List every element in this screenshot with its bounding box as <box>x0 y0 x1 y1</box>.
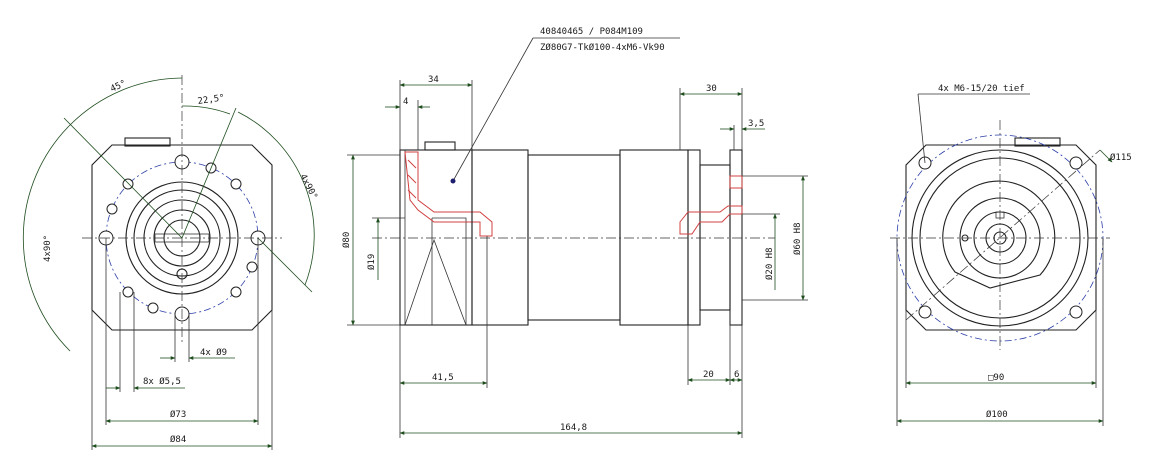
front-ray-right <box>257 237 313 293</box>
part-spec-label: ZØ80G7-TkØ100-4xM6-Vk90 <box>540 42 665 53</box>
front-top-tab <box>124 137 171 147</box>
side-diameter-20-h8-label: Ø20 H8 <box>764 247 775 280</box>
side-leader-line <box>452 37 534 182</box>
side-bore-cone <box>404 238 467 326</box>
side-length-34-label: 34 <box>428 75 439 85</box>
side-output-section <box>679 205 743 235</box>
rear-tapped-holes-label: 4x M6-15/20 tief <box>938 84 1025 94</box>
side-housing-mid <box>527 154 621 321</box>
side-output-pilot <box>729 149 743 326</box>
side-hatch-line <box>407 174 417 184</box>
front-hole-d5-5 <box>106 203 118 215</box>
side-housing-rear <box>619 149 689 326</box>
side-output-stub <box>699 164 731 311</box>
rear-d115-leader <box>1099 149 1113 163</box>
front-arc-45 <box>69 77 183 126</box>
rear-top-tab <box>1014 137 1061 147</box>
rear-body-cutout <box>942 180 1056 289</box>
front-hole-d5-5 <box>230 178 242 190</box>
front-arc-22-5 <box>181 105 231 115</box>
front-4x90-left-label: 4x90° <box>43 235 53 262</box>
side-housing-front <box>471 149 529 326</box>
side-input-flange <box>399 149 473 326</box>
side-length-20-label: 20 <box>703 370 714 380</box>
front-hole-d5-5 <box>122 286 134 298</box>
front-diameter-84-label: Ø84 <box>170 434 186 445</box>
side-leader-dot <box>450 178 456 184</box>
front-angle-45-label: 45° <box>109 79 128 95</box>
side-hatch-line <box>407 159 417 169</box>
front-4x90-right-label: 4x90° <box>297 173 319 202</box>
front-ray-45 <box>63 117 183 239</box>
part-number-label: 40840465 / P084M109 <box>540 27 643 37</box>
rear-square-90-label: □90 <box>988 373 1004 383</box>
rear-flange-outline <box>905 144 1097 331</box>
side-diameter-60-h8-label: Ø60 H8 <box>792 222 803 255</box>
side-hub-section <box>404 151 493 237</box>
side-length-41-5-label: 41,5 <box>432 373 454 383</box>
front-holes-4x-d9-label: 4x Ø9 <box>200 347 227 358</box>
front-pcd-73-label: Ø73 <box>170 409 186 420</box>
side-view: 40840465 / P084M109 ZØ80G7-TkØ100-4xM6-V… <box>341 27 808 438</box>
front-ray-22-5 <box>181 107 237 239</box>
front-holes-8x-d5-5-label: 8x Ø5,5 <box>143 376 181 387</box>
rear-tapped-hole <box>918 305 932 319</box>
rear-diameter-100-label: Ø100 <box>986 409 1008 420</box>
side-length-3-5-label: 3,5 <box>748 119 764 129</box>
front-hole-d5-5 <box>246 261 258 273</box>
side-diameter-80-label: Ø80 <box>341 232 352 248</box>
rear-diameter-115-label: Ø115 <box>1110 152 1132 163</box>
side-diameter-19-label: Ø19 <box>366 254 377 270</box>
front-flange-outline <box>91 144 273 331</box>
front-arc-4x90-left <box>22 124 71 352</box>
front-hole-d5-5 <box>230 286 242 298</box>
rear-view: 4x M6-15/20 tief Ø115 □90 Ø100 <box>890 84 1132 426</box>
side-hatch-line <box>407 189 417 199</box>
front-arc-4x90-right <box>237 111 315 286</box>
front-angle-22-5-label: 22,5° <box>197 93 225 107</box>
side-top-tab <box>424 141 456 151</box>
front-view: 45° 22,5° 4x90° 4x90° 4x Ø9 8x Ø5,5 Ø73 … <box>22 75 319 450</box>
rear-tapped-leader <box>917 93 926 164</box>
side-bore-cone-top <box>432 217 467 325</box>
side-length-6-label: 6 <box>734 370 739 380</box>
front-hole-d5-5 <box>147 302 159 314</box>
side-output-ring <box>729 175 743 189</box>
rear-diagonal <box>905 149 1101 321</box>
side-length-30-label: 30 <box>706 84 717 94</box>
side-output-flange <box>687 149 701 326</box>
front-hole-d5-5 <box>122 178 134 190</box>
side-length-164-8-label: 164,8 <box>560 423 587 433</box>
rear-tapped-hole <box>1069 305 1083 319</box>
rear-tapped-hole <box>1069 156 1083 170</box>
side-length-4-label: 4 <box>403 97 408 107</box>
